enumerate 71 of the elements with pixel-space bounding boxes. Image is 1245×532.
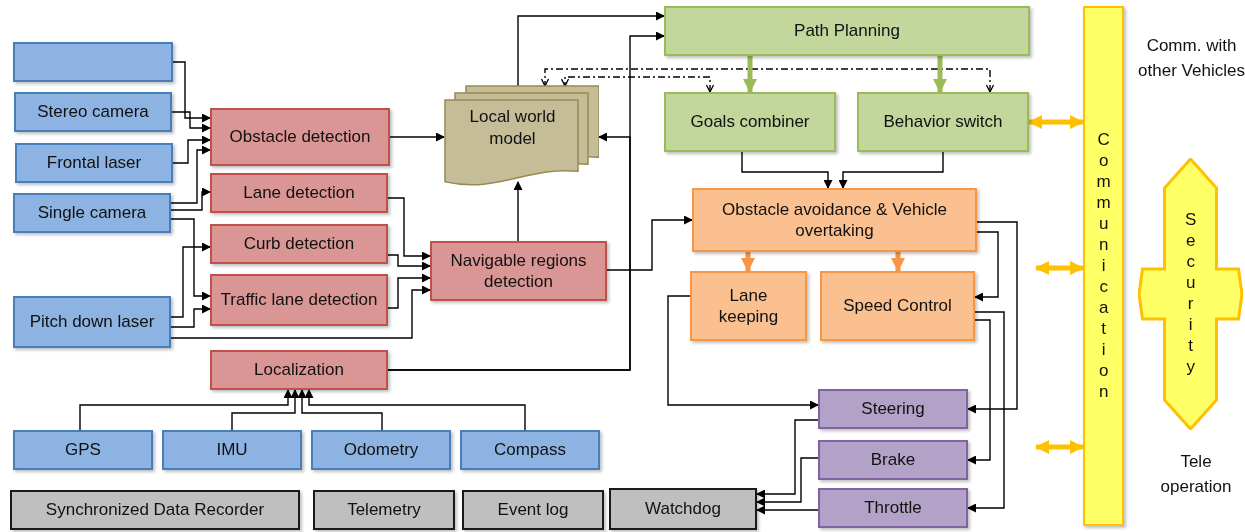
arrow <box>231 389 300 431</box>
process-box: Localization <box>210 350 388 390</box>
block-arrow <box>743 56 757 93</box>
block-arrow <box>933 56 947 93</box>
double-arrow <box>1035 261 1084 275</box>
arrow <box>389 132 445 142</box>
cross-arrow: Security <box>1138 158 1243 430</box>
arrow <box>172 135 211 164</box>
arrow <box>756 419 819 499</box>
process-box: Obstacle avoidance & Vehicle overtaking <box>692 188 977 252</box>
process-box: Compass <box>460 430 600 470</box>
block-arrow <box>891 252 905 272</box>
arrow <box>170 145 211 204</box>
arrow <box>513 181 523 242</box>
process-box: Speed Control <box>820 271 975 341</box>
process-box: Lane detection <box>210 173 388 213</box>
arrow <box>171 111 211 133</box>
process-box: Goals combiner <box>664 92 836 152</box>
process-box: Frontal laser <box>15 143 173 183</box>
arrow <box>170 304 211 328</box>
arrow <box>756 457 819 507</box>
arrow <box>387 132 631 371</box>
arrow <box>387 254 431 271</box>
arrow <box>387 197 431 261</box>
process-box: IMU <box>162 430 302 470</box>
arrow <box>974 231 999 302</box>
process-box: Pitch down laser <box>13 296 171 348</box>
double-arrow <box>560 76 715 93</box>
arrow <box>967 311 1005 513</box>
note-text: Tele operation <box>1159 451 1233 498</box>
arrow <box>170 285 431 339</box>
process-box: Lane keeping <box>690 271 807 341</box>
process-box: GPS <box>13 430 153 470</box>
process-box: Synchronized Data Recorder <box>10 490 300 530</box>
double-arrow <box>540 68 995 93</box>
arrow <box>667 295 819 410</box>
arrow <box>387 273 431 309</box>
process-box: Curb detection <box>210 224 388 264</box>
arrow <box>756 505 819 515</box>
arrow <box>606 215 693 271</box>
arrow <box>170 218 211 301</box>
arrow <box>967 221 1018 414</box>
double-arrow <box>1028 115 1084 129</box>
process-box: Throttle <box>818 488 968 528</box>
double-arrow <box>1035 440 1084 454</box>
communication-bar: Communication <box>1083 6 1124 526</box>
process-box: Navigable regions detection <box>430 241 607 301</box>
arrow <box>79 389 293 431</box>
process-box: Path Planning <box>664 6 1030 56</box>
block-arrow <box>741 252 755 272</box>
process-box: Odometry <box>311 430 451 470</box>
process-box: Stereo camera <box>14 92 172 132</box>
arrow <box>297 389 383 431</box>
arrow <box>170 187 211 211</box>
arrow <box>967 319 991 465</box>
arrow <box>172 61 211 123</box>
arrow <box>170 242 211 318</box>
process-box: Telemetry <box>313 490 455 530</box>
process-box: Behavior switch <box>857 92 1029 152</box>
process-box: Brake <box>818 440 968 480</box>
process-box: Obstacle detection <box>210 108 390 166</box>
process-box: Steering <box>818 389 968 429</box>
arrow <box>838 151 944 189</box>
process-box: Traffic lane detection <box>210 274 388 326</box>
arrow <box>304 389 526 431</box>
process-box: Event log <box>462 490 604 530</box>
process-box: Single camera <box>13 193 171 233</box>
note-text: Comm. with other Vehicles <box>1138 35 1245 82</box>
process-box <box>13 42 173 82</box>
arrow <box>741 151 833 189</box>
process-box: Watchdog <box>609 488 757 530</box>
